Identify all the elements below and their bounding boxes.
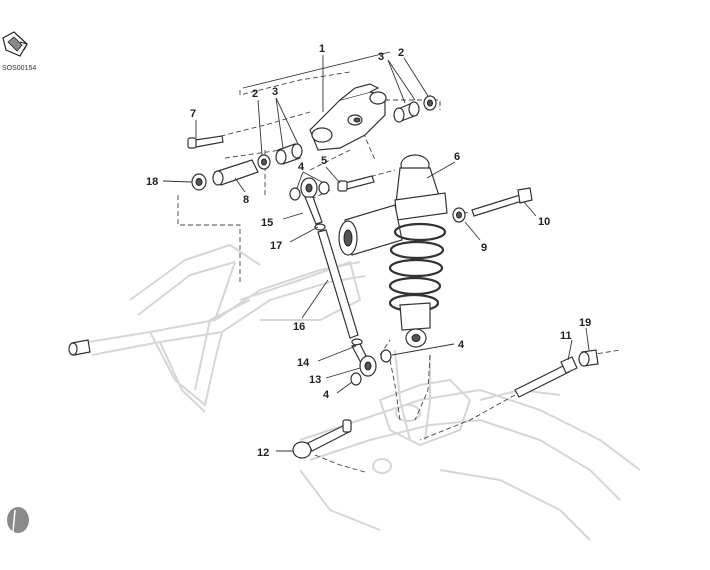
part-washer-right [423, 95, 437, 111]
callout-9: 9 [481, 242, 487, 254]
part-tie-rod [317, 229, 359, 339]
part-spacer-left [68, 339, 91, 356]
part-bushings-right [393, 101, 420, 123]
callout-19: 19 [579, 317, 591, 329]
callout-labels: 1 2 2 3 3 4 4 4 5 6 7 8 9 10 11 12 13 14… [146, 43, 591, 459]
part-bolt-10 [471, 187, 533, 217]
page-tab-icon [7, 507, 29, 533]
callout-3-right: 3 [378, 51, 384, 63]
callout-11: 11 [560, 330, 572, 342]
part-washer-18 [191, 173, 207, 191]
part-pin-8 [212, 159, 259, 186]
callout-2-left: 2 [252, 88, 258, 100]
callout-12: 12 [257, 447, 269, 459]
callout-6: 6 [454, 151, 460, 163]
callout-4-upper: 4 [298, 161, 305, 173]
frame-background [69, 243, 641, 541]
callout-17: 17 [270, 240, 282, 252]
callout-8: 8 [243, 194, 249, 206]
callout-2-right: 2 [398, 47, 404, 59]
callout-4-lower: 4 [323, 389, 330, 401]
callout-18: 18 [146, 176, 158, 188]
callout-4-right: 4 [458, 339, 465, 351]
callout-5: 5 [321, 155, 327, 167]
part-upper-rod-end [289, 177, 330, 231]
part-bolt-12 [292, 419, 352, 459]
callout-7: 7 [190, 108, 196, 120]
leader-lines [162, 57, 590, 452]
part-bolt-11 [514, 356, 578, 398]
diagram-code: SOS00154 [2, 65, 36, 72]
callout-3-left: 3 [272, 86, 278, 98]
callout-1: 1 [319, 43, 325, 55]
part-bolt-5 [337, 175, 375, 192]
part-bolt-7 [187, 135, 224, 149]
group-bracket-line [242, 51, 391, 89]
callout-14: 14 [297, 357, 310, 369]
callout-13: 13 [309, 374, 321, 386]
part-bushings-left [275, 143, 303, 165]
book-reference-icon [2, 31, 28, 57]
part-rocker-bracket [309, 83, 387, 151]
callout-15: 15 [261, 217, 273, 229]
part-bushing-19 [578, 349, 599, 367]
callout-10: 10 [538, 216, 550, 228]
part-washer-left [257, 154, 271, 170]
callout-16: 16 [293, 321, 305, 333]
part-shock-absorber [338, 154, 448, 348]
assembly-dashed-lines [177, 71, 621, 473]
part-lower-rod-end [350, 338, 392, 386]
part-washer-9 [452, 207, 466, 223]
